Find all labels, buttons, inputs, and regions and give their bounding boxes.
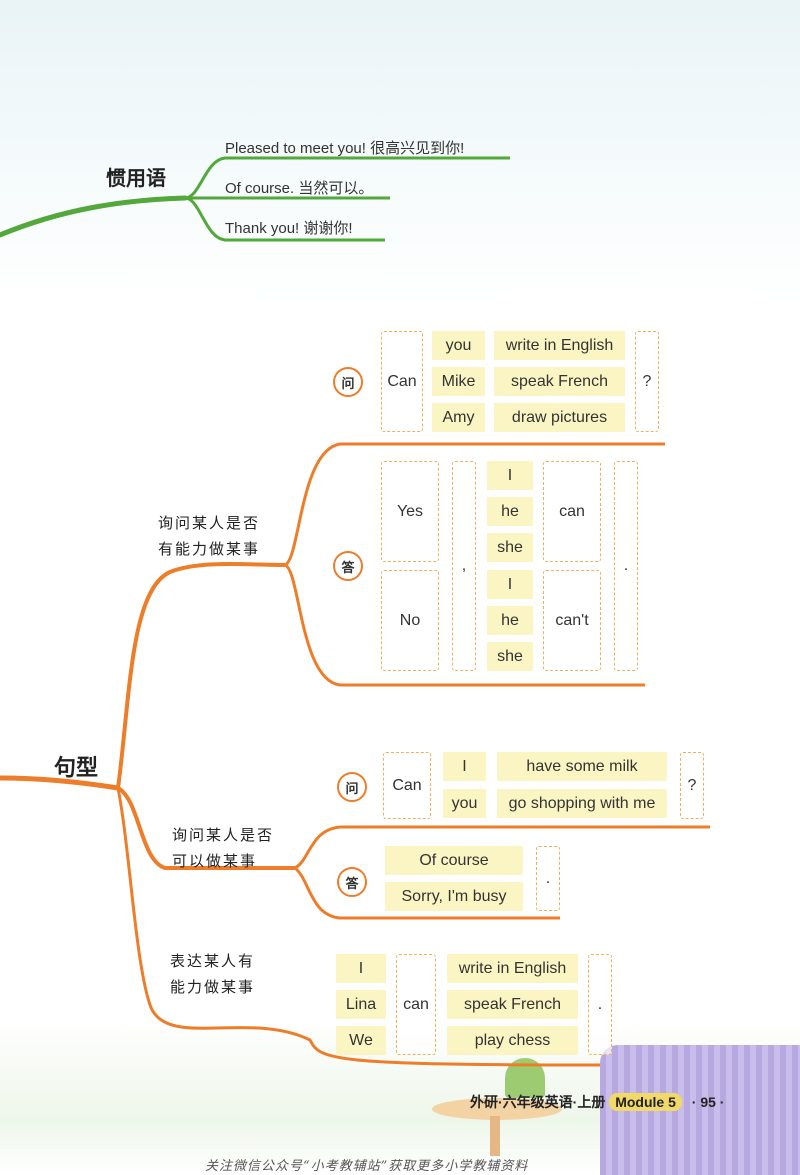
watermark: 关注微信公众号“小考教辅站”获取更多小学教辅资料	[205, 1159, 529, 1174]
category-line: 能力做某事	[170, 978, 256, 996]
answer-yes: Yes	[381, 461, 439, 562]
answer-option: Sorry, I'm busy	[385, 882, 523, 911]
ask-marker: 问	[337, 772, 367, 802]
aux-can: Can	[383, 752, 431, 819]
idiom-item: Thank you! 谢谢你!	[225, 220, 353, 237]
module-tag: Module 5	[609, 1093, 682, 1111]
comma: ,	[452, 461, 476, 671]
period: .	[588, 954, 612, 1055]
category-statement: 表达某人有 能力做某事	[170, 948, 255, 1000]
answer-option: Of course	[385, 846, 523, 875]
action-cell: have some milk	[497, 752, 667, 781]
category-line: 可以做某事	[172, 852, 258, 870]
idioms-heading: 惯用语	[106, 166, 166, 190]
answer-marker: 答	[337, 867, 367, 897]
subject-cell: Mike	[432, 367, 485, 396]
idiom-item: Pleased to meet you! 很高兴见到你!	[225, 140, 465, 157]
category-line: 询问某人是否	[172, 826, 275, 844]
subject-cell: you	[443, 789, 486, 818]
table-leg-illustration	[490, 1116, 500, 1156]
action-cell: speak French	[494, 367, 625, 396]
answer-no: No	[381, 570, 439, 671]
page-number: · 95 ·	[691, 1094, 725, 1110]
action-cell: write in English	[494, 331, 625, 360]
book-title: 外研·六年级英语·上册	[470, 1094, 606, 1110]
category-ability: 询问某人是否 有能力做某事	[158, 510, 260, 562]
subject-cell: I	[487, 461, 533, 490]
subject-cell: We	[336, 1026, 386, 1055]
subject-cell: Lina	[336, 990, 386, 1019]
subject-cell: she	[487, 642, 533, 671]
table-illustration	[432, 1098, 562, 1120]
modal-can: can	[396, 954, 436, 1055]
action-cell: go shopping with me	[497, 789, 667, 818]
page-footer: 外研·六年级英语·上册 Module 5 · 95 ·	[470, 1092, 724, 1112]
subject-cell: he	[487, 606, 533, 635]
subject-cell: I	[336, 954, 386, 983]
aux-can: Can	[381, 331, 423, 432]
answer-marker: 答	[333, 551, 363, 581]
period: .	[536, 846, 560, 911]
subject-cell: I	[443, 752, 486, 781]
action-cell: write in English	[447, 954, 578, 983]
question-mark: ?	[635, 331, 659, 432]
category-permission: 询问某人是否 可以做某事	[172, 822, 274, 874]
category-line: 询问某人是否	[158, 514, 261, 532]
modal-cant: can't	[543, 570, 601, 671]
subject-cell: Amy	[432, 403, 485, 432]
subject-cell: I	[487, 570, 533, 599]
category-line: 表达某人有	[170, 952, 256, 970]
category-line: 有能力做某事	[158, 540, 261, 558]
patterns-heading: 句型	[54, 756, 99, 781]
subject-cell: you	[432, 331, 485, 360]
ask-marker: 问	[333, 367, 363, 397]
action-cell: speak French	[447, 990, 578, 1019]
modal-can: can	[543, 461, 601, 562]
period: .	[614, 461, 638, 671]
action-cell: draw pictures	[494, 403, 625, 432]
subject-cell: she	[487, 533, 533, 562]
action-cell: play chess	[447, 1026, 578, 1055]
subject-cell: he	[487, 497, 533, 526]
idiom-item: Of course. 当然可以。	[225, 180, 374, 197]
question-mark: ?	[680, 752, 704, 819]
